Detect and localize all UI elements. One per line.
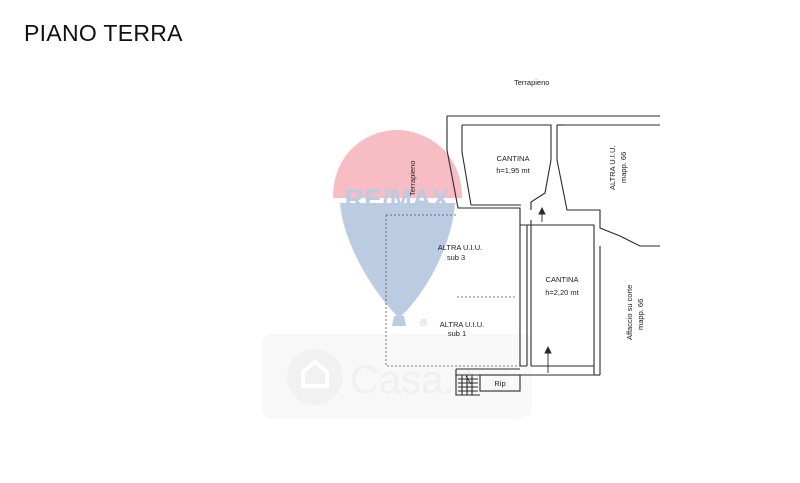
- altra-sub1-line1: ALTRA U.I.U.: [440, 320, 484, 329]
- altra-mapp-line2: mapp. 66: [619, 152, 628, 183]
- dashed-boundaries: [385, 214, 520, 367]
- casa-logo-text: Casa.it: [350, 358, 475, 402]
- cantina-top-name: CANTINA: [497, 154, 530, 163]
- rip-label: Rip: [494, 379, 505, 388]
- altra-mapp-line1: ALTRA U.I.U.: [608, 146, 617, 190]
- affaccio-line2: mapp. 66: [636, 299, 645, 330]
- terrapieno-top-label: Terrapieno: [514, 78, 549, 87]
- cantina-mid-height: h=2,20 mt: [545, 288, 579, 297]
- walls: [446, 115, 660, 396]
- altra-sub1-line2: sub 1: [448, 329, 466, 338]
- affaccio-line1: Affaccio su corte: [625, 285, 634, 340]
- cantina-top-height: h=1,95 mt: [496, 166, 530, 175]
- terrapieno-side-label: Terrapieno: [408, 161, 417, 196]
- cantina-mid-name: CANTINA: [546, 275, 579, 284]
- altra-sub3-line2: sub 3: [447, 253, 465, 262]
- remax-watermark: RE/MAX ®: [333, 130, 462, 329]
- casa-watermark: Casa.it: [262, 334, 532, 419]
- remax-logo-text: RE/MAX: [344, 184, 449, 214]
- page-title: PIANO TERRA: [24, 20, 183, 46]
- registered-mark: ®: [420, 318, 428, 329]
- stair-arrows: [465, 206, 552, 385]
- altra-sub3-line1: ALTRA U.I.U.: [438, 243, 482, 252]
